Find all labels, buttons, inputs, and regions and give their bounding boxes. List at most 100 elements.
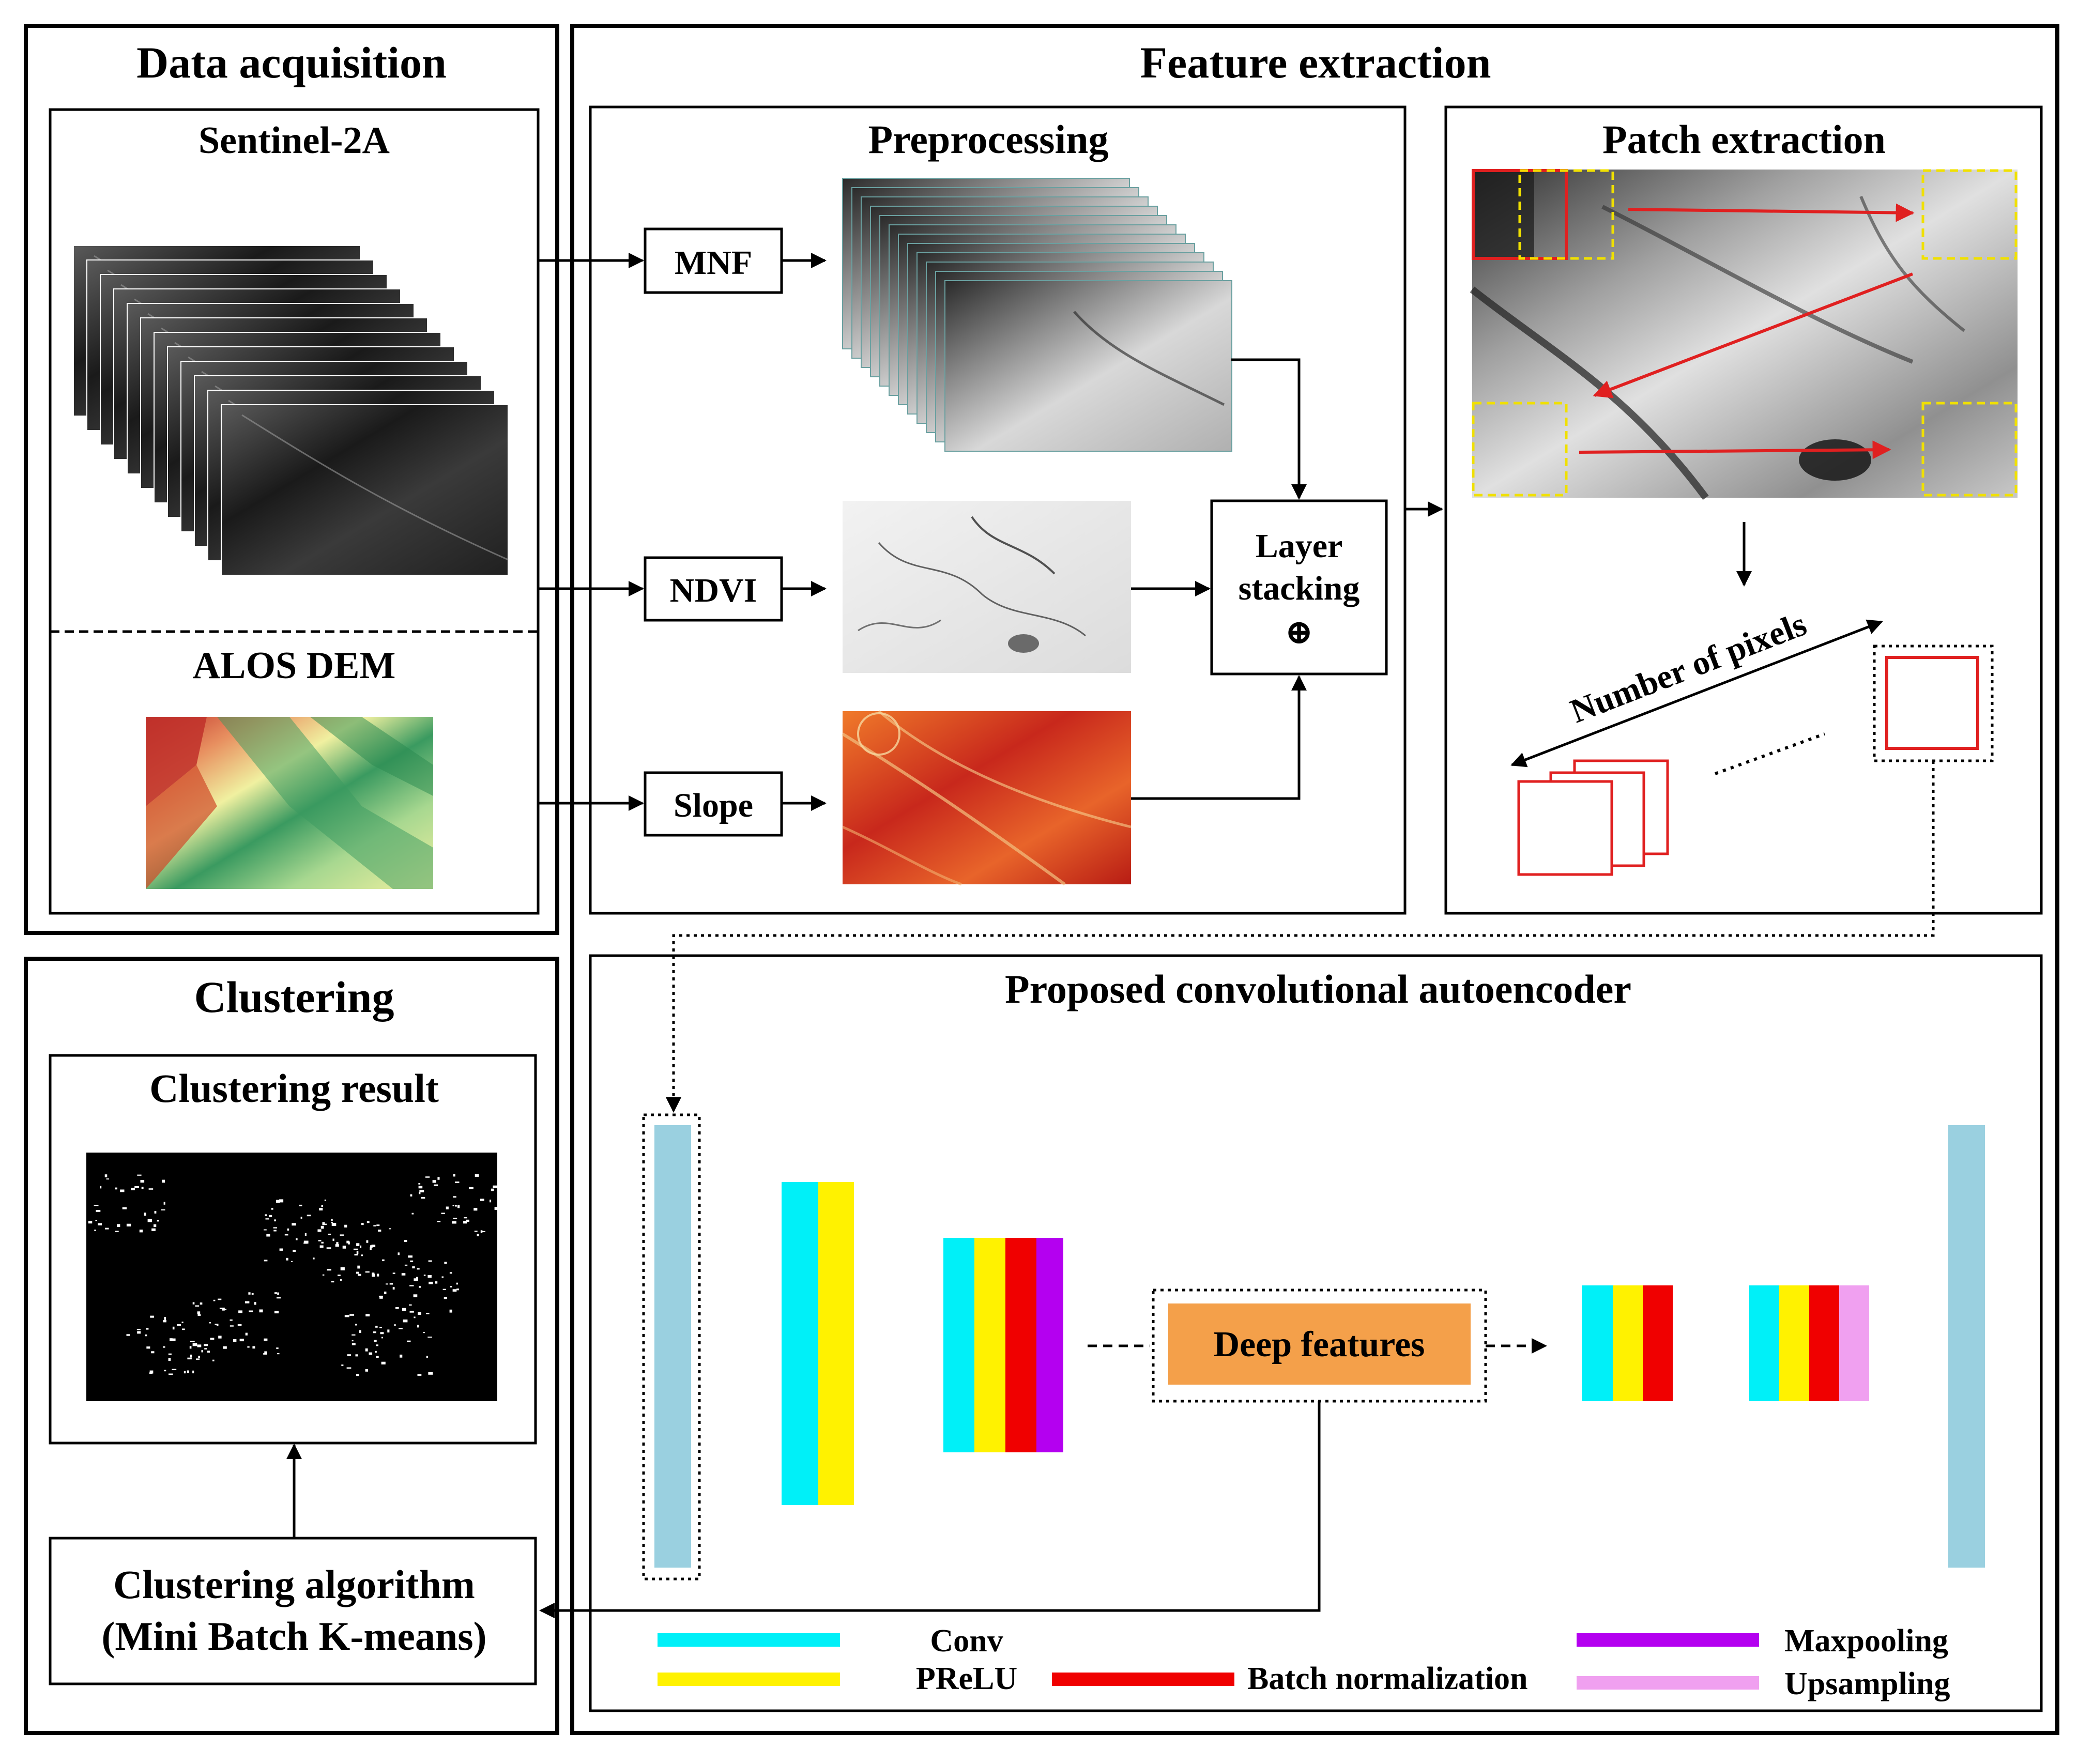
cluster-speckle	[322, 1274, 325, 1276]
cluster-speckle	[210, 1338, 215, 1340]
legend-maxpooling-label: Maxpooling	[1784, 1623, 1948, 1659]
cluster-speckle	[263, 1353, 267, 1355]
cluster-speckle	[145, 1334, 147, 1337]
layer-stacking-symbol: ⊕	[1285, 613, 1313, 651]
cluster-speckle	[426, 1356, 428, 1358]
legend-conv-label: Conv	[930, 1623, 1003, 1659]
cluster-speckle	[106, 1178, 110, 1180]
cluster-speckle	[187, 1357, 192, 1360]
cluster-speckle	[252, 1346, 255, 1349]
cluster-speckle	[441, 1213, 445, 1215]
number-of-pixels-label: Number of pixels	[1565, 605, 1812, 731]
deep-features-label: Deep features	[1214, 1325, 1425, 1364]
cluster-speckle	[474, 1231, 478, 1232]
features-to-clustering-arrow	[539, 1401, 1321, 1618]
cluster-speckle	[442, 1289, 446, 1290]
cluster-speckle	[277, 1292, 279, 1295]
cluster-speckle	[449, 1272, 452, 1274]
cluster-speckle	[455, 1205, 457, 1207]
cluster-speckle	[279, 1248, 283, 1251]
cluster-speckle	[233, 1339, 237, 1342]
cluster-speckle	[346, 1367, 352, 1369]
cluster-speckle	[284, 1234, 288, 1236]
cluster-speckle	[379, 1327, 383, 1328]
cluster-speckle	[354, 1254, 358, 1256]
cluster-speckle	[427, 1337, 432, 1338]
cluster-speckle	[344, 1315, 349, 1317]
autoencoder-title: Proposed convolutional autoencoder	[1005, 967, 1631, 1011]
cluster-speckle	[331, 1223, 337, 1226]
cluster-speckle	[346, 1240, 349, 1244]
cluster-speckle	[381, 1361, 386, 1364]
cluster-speckle	[410, 1260, 414, 1262]
cluster-speckle	[382, 1259, 385, 1262]
cluster-speckle	[452, 1221, 456, 1224]
cluster-speckle	[369, 1352, 373, 1355]
cluster-speckle	[399, 1328, 403, 1329]
cluster-speckle	[400, 1354, 403, 1358]
cluster-speckle	[296, 1238, 298, 1240]
cluster-speckle	[104, 1174, 108, 1177]
cluster-speckle	[323, 1223, 327, 1225]
cluster-speckle	[149, 1370, 154, 1374]
cluster-speckle	[307, 1215, 311, 1217]
cluster-speckle	[417, 1268, 420, 1270]
cluster-speckle	[353, 1248, 358, 1250]
cluster-speckle	[196, 1358, 200, 1360]
cluster-speckle	[218, 1336, 222, 1339]
cluster-speckle	[491, 1188, 494, 1191]
cluster-speckle	[287, 1228, 289, 1231]
cluster-speckle	[326, 1247, 331, 1249]
cluster-speckle	[331, 1281, 334, 1283]
data-sources-box	[49, 108, 540, 915]
legend-batch-norm-swatch	[1052, 1673, 1234, 1686]
cluster-speckle	[375, 1326, 378, 1328]
cluster-speckle	[192, 1302, 195, 1305]
cluster-speckle	[245, 1301, 250, 1303]
cluster-speckle	[163, 1202, 165, 1205]
cluster-speckle	[419, 1286, 421, 1288]
cluster-speckle	[389, 1283, 393, 1285]
cluster-speckle	[413, 1294, 418, 1297]
cluster-speckle	[490, 1200, 492, 1203]
encoder-block-1	[782, 1182, 854, 1505]
cluster-speckle	[249, 1310, 253, 1312]
cluster-speckle	[332, 1238, 334, 1241]
cluster-speckle	[376, 1274, 379, 1277]
cluster-speckle	[251, 1293, 254, 1295]
sliding-window-bottom-left	[1472, 402, 1568, 497]
cluster-speckle	[163, 1346, 165, 1348]
cluster-speckle	[115, 1187, 117, 1190]
cluster-speckle	[480, 1230, 483, 1233]
cluster-speckle	[331, 1222, 333, 1223]
cluster-speckle	[340, 1234, 344, 1236]
cluster-speckle	[475, 1174, 479, 1177]
cluster-speckle	[352, 1340, 354, 1342]
layer-stacking-line1: Layer	[1256, 527, 1343, 565]
cluster-speckle	[356, 1271, 359, 1274]
cluster-speckle	[197, 1311, 201, 1314]
mnf-image-stack	[842, 178, 1232, 452]
cluster-speckle	[187, 1370, 189, 1373]
encoder-1-prelu	[818, 1182, 854, 1505]
preprocessing-arrows	[538, 253, 1443, 811]
decoder-block-2	[1749, 1285, 1869, 1401]
sentinel-layer	[221, 404, 509, 576]
patch-extraction-box	[1444, 105, 2043, 915]
cluster-speckle	[192, 1343, 197, 1346]
cluster-speckle	[444, 1297, 447, 1299]
cluster-speckle	[419, 1190, 424, 1192]
cluster-speckle	[344, 1224, 347, 1228]
cluster-speckle	[453, 1174, 455, 1177]
cluster-speckle	[373, 1225, 376, 1226]
cluster-speckle	[126, 1223, 131, 1226]
cluster-speckle	[389, 1228, 391, 1230]
cluster-speckle	[322, 1222, 325, 1225]
cluster-speckle	[247, 1346, 250, 1348]
cluster-speckle	[223, 1346, 227, 1349]
cluster-speckle	[141, 1187, 144, 1189]
cluster-speckle	[366, 1221, 370, 1223]
cluster-speckle	[154, 1224, 157, 1227]
cluster-speckle	[293, 1250, 296, 1252]
cluster-speckle	[274, 1292, 277, 1294]
